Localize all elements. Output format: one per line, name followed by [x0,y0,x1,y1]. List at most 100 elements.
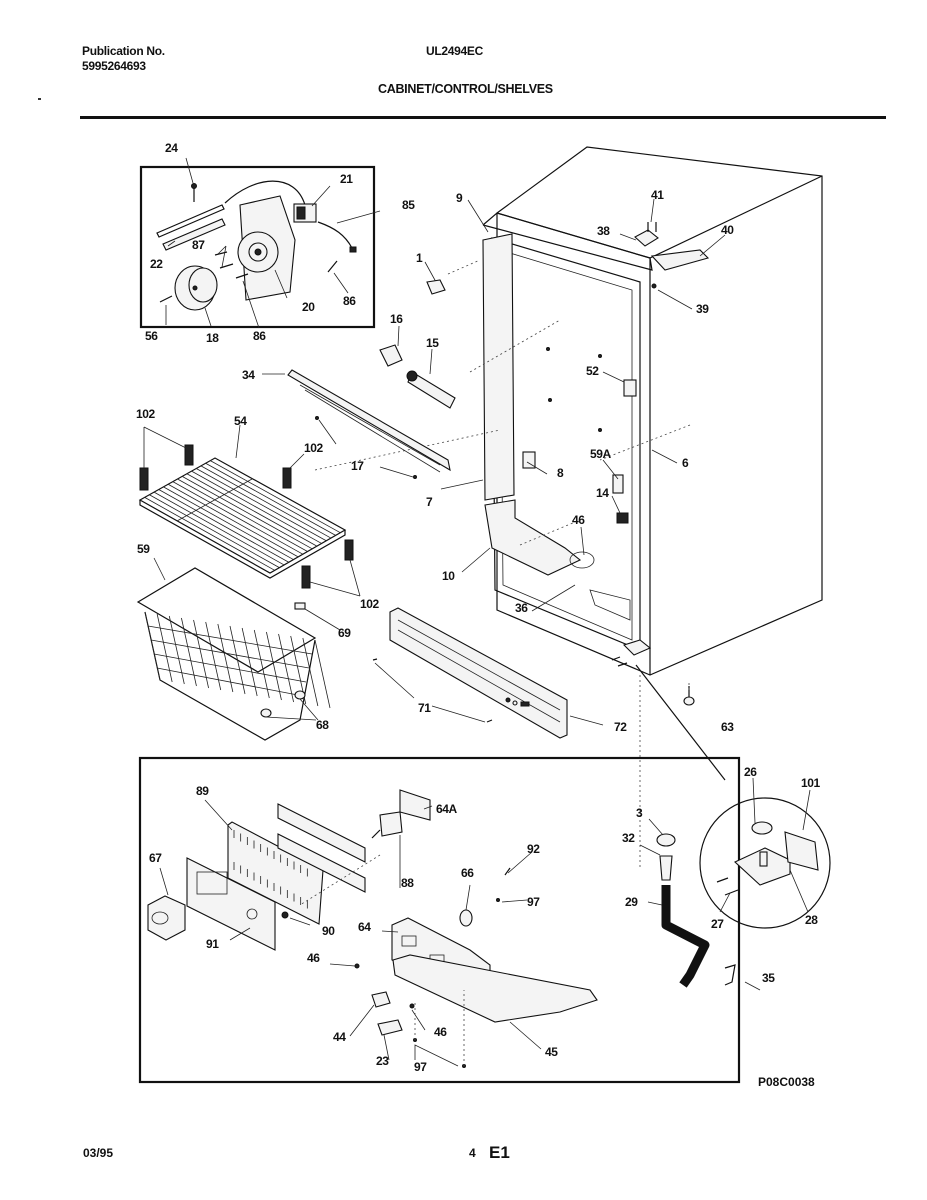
drain-tube [639,818,761,991]
callout-91: 91 [206,937,219,951]
callout-87: 87 [192,238,205,252]
wire-basket [136,557,341,741]
callout-92: 92 [527,842,540,856]
callout-86b: 86 [253,329,266,343]
callout-32: 32 [622,831,635,845]
shelf-wire [163,486,294,560]
shelf-wire [210,460,341,534]
callout-23: 23 [376,1054,389,1068]
callout-52: 52 [586,364,599,378]
callout-54: 54 [234,414,247,428]
evaporator-cover [262,369,451,479]
wire-lead [317,221,353,249]
callout-35: 35 [762,971,775,985]
callout-8: 8 [557,466,564,480]
model-number: UL2494EC [426,44,483,58]
shelf-wire [205,462,336,536]
shelf-divider [176,478,253,522]
callout-22: 22 [150,257,163,271]
callout-89: 89 [196,784,209,798]
basket-wire [156,613,173,683]
callout-63: 63 [721,720,734,734]
callout-102a: 102 [136,407,156,421]
callout-59: 59 [137,542,150,556]
footer-date: 03/95 [83,1146,114,1160]
callout-24: 24 [165,141,178,155]
basket-wire [193,619,209,689]
callout-29: 29 [625,895,638,909]
basket-wire [266,631,282,701]
callout-97b: 97 [414,1060,427,1074]
callout-14: 14 [596,486,609,500]
callout-71: 71 [418,701,431,715]
callout-27: 27 [711,917,724,931]
callout-68: 68 [316,718,329,732]
cabinet [314,146,823,870]
shelf-wire [181,476,313,550]
shelf-wire [158,489,289,563]
publication-label: Publication No. [82,44,165,58]
callout-67: 67 [149,851,162,865]
callout-69: 69 [338,626,351,640]
header-rule [80,116,886,119]
callout-102c: 102 [360,597,380,611]
basket-wire [253,629,270,699]
callout-36: 36 [515,601,528,615]
publication-number: 5995264693 [82,59,146,73]
shelf-wire [149,494,280,568]
callout-17: 17 [351,459,364,473]
callout-28: 28 [805,913,818,927]
fan-shroud [237,195,296,301]
wire-shelf [138,424,361,597]
shelf-wire [191,470,322,544]
basket-wire [278,633,294,703]
basket-rail [150,639,310,669]
callout-88: 88 [401,876,414,890]
shelf-wire [196,468,327,542]
callout-16: 16 [390,312,403,326]
fan-assembly-inset [139,157,381,329]
basket-wire [314,639,331,709]
basket-rail [156,667,304,697]
basket-wire [241,627,258,697]
callout-20: 20 [302,300,315,314]
shelf-wire [177,478,308,552]
callout-46c: 46 [434,1025,447,1039]
cabinet-small-parts [379,279,456,409]
callout-46b: 46 [307,951,320,965]
basket-wire [229,625,246,695]
callout-18: 18 [206,331,219,345]
callout-3: 3 [636,806,643,820]
shelf-wire [144,497,275,571]
callout-45: 45 [545,1045,558,1059]
basket-wire [168,615,185,685]
callout-41: 41 [651,188,664,202]
callout-38: 38 [597,224,610,238]
callout-97a: 97 [527,895,540,909]
shelf-support [623,379,637,397]
callout-66: 66 [461,866,474,880]
scan-speck [38,98,41,100]
shelf-wire [186,473,318,547]
basket-wire [181,617,197,687]
edition-code: E1 [489,1143,510,1162]
fan-inset-frame [139,165,376,329]
callout-101: 101 [801,776,821,790]
basket-wire [144,611,161,681]
control-inset-frame [138,756,741,1084]
shelf-wire [153,491,285,566]
callout-39: 39 [696,302,709,316]
hinge-detail-frame [699,797,831,929]
callout-102b: 102 [304,441,324,455]
callout-56: 56 [145,329,158,343]
shelf-wire [172,481,304,555]
fan-motor [293,203,317,223]
callout-9: 9 [456,191,463,205]
callout-10: 10 [442,569,455,583]
callout-44: 44 [333,1030,346,1044]
fan-blade [174,265,218,311]
section-title: CABINET/CONTROL/SHELVES [378,82,553,96]
callout-7: 7 [426,495,433,509]
callout-15: 15 [426,336,439,350]
